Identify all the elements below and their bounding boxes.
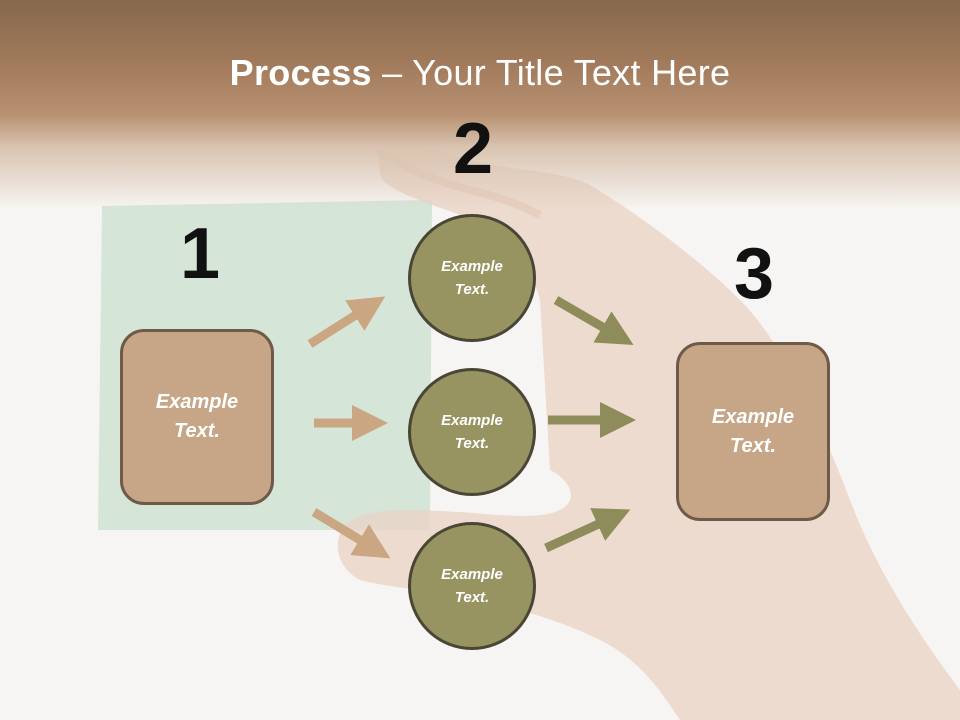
step-number-3: 3 [733, 234, 775, 314]
right-box-text: Example Text. [711, 405, 795, 457]
right-box[interactable]: Example Text. [676, 342, 830, 521]
circle-middle-text: Example Text. [441, 412, 503, 452]
circle-middle[interactable]: Example Text. [408, 368, 536, 496]
circle-bottom-text: Example Text. [441, 566, 503, 606]
step-number-1: 1 [179, 214, 221, 294]
circle-top[interactable]: Example Text. [408, 214, 536, 342]
title-bold: Process [229, 52, 372, 93]
title-rest: – Your Title Text Here [371, 52, 731, 93]
slide-title: Process – Your Title Text Here [0, 52, 960, 94]
header-band [0, 0, 960, 210]
circle-top-text: Example Text. [441, 258, 503, 298]
step-number-2: 2 [452, 109, 494, 189]
left-box[interactable]: Example Text. [120, 329, 274, 505]
circle-bottom[interactable]: Example Text. [408, 522, 536, 650]
left-box-text: Example Text. [155, 391, 239, 442]
